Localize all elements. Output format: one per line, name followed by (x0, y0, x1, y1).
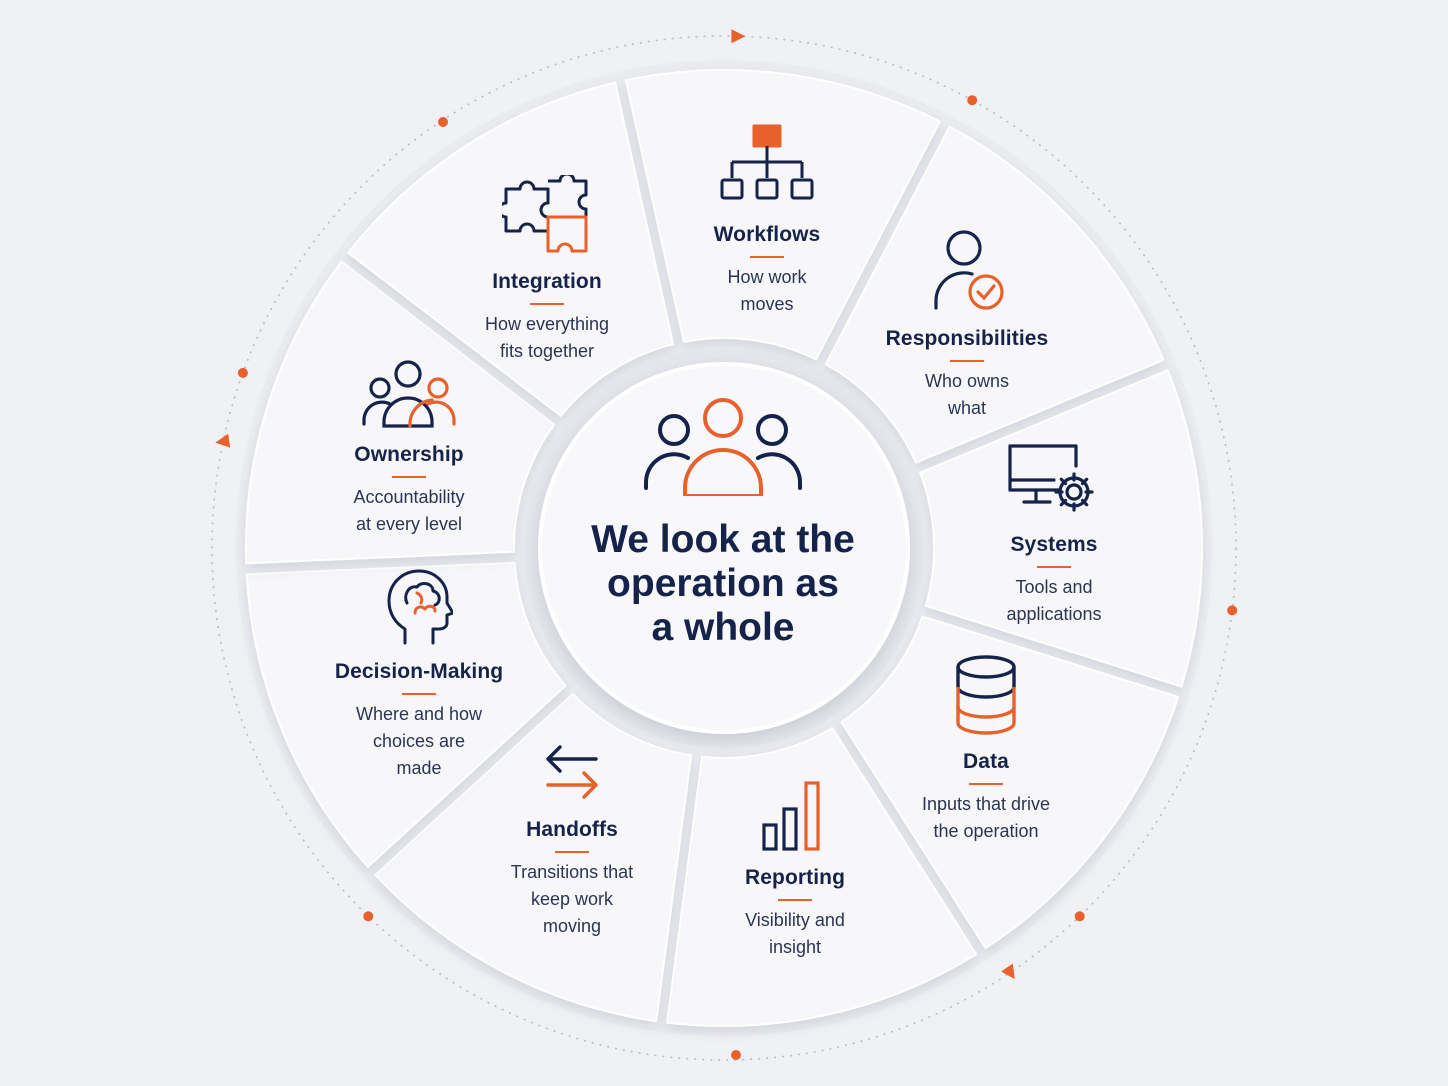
segment-title: Workflows (713, 223, 821, 246)
segment-title: Handoffs (526, 818, 618, 841)
segment-subtitle: Inputs that drive the operation (921, 794, 1051, 841)
segment-title: Data (963, 750, 1009, 773)
org-chart-icon (719, 124, 815, 215)
ring-dot (237, 367, 248, 378)
title-underline (950, 360, 984, 362)
segment-data-shape (840, 615, 1180, 950)
segment-subtitle: Transitions that keep work moving (510, 862, 634, 936)
database-icon (951, 653, 1021, 742)
segment-decision-making-shape (245, 561, 567, 868)
segment-systems-shape (919, 369, 1203, 688)
ring-dot (363, 911, 374, 922)
segment-reporting-shape (666, 727, 978, 1027)
title-underline (750, 256, 784, 258)
segment-title: Systems (1010, 533, 1098, 556)
ring-arrow (215, 433, 231, 448)
bar-chart-icon (760, 779, 830, 858)
segment-ownership-shape (244, 260, 556, 565)
puzzle-icon (497, 172, 592, 262)
hub-title: We look at the operation as a whole (591, 518, 855, 649)
hub-content: We look at the operation as a whole (562, 396, 884, 650)
group-icon (362, 360, 456, 435)
segment-shapes (244, 69, 1203, 1027)
ring-arrow (1001, 963, 1015, 980)
ring-arrow (731, 29, 746, 44)
title-underline (969, 783, 1003, 785)
segment-handoffs-shape (374, 692, 693, 1023)
hub-circle (538, 362, 910, 734)
swap-arrows-icon (540, 741, 604, 810)
segment-workflows-shape (624, 69, 941, 361)
head-brain-icon (385, 567, 455, 652)
segment-subtitle: Accountability at every level (353, 487, 465, 534)
title-underline (402, 693, 436, 695)
team-icon (644, 398, 802, 496)
title-underline (555, 851, 589, 853)
title-underline (392, 476, 426, 478)
outer-dotted-ring (211, 35, 1237, 1061)
segment-subtitle: Where and how choices are made (355, 704, 483, 778)
segment-title: Responsibilities (885, 327, 1049, 350)
ring-markers (215, 29, 1238, 1060)
segment-subtitle: How work moves (727, 267, 807, 314)
segment-integration-shape (347, 81, 675, 417)
user-check-icon (922, 228, 1012, 319)
title-underline (530, 303, 564, 305)
segment-title: Decision-Making (334, 660, 504, 683)
segment-subtitle: How everything fits together (484, 314, 610, 361)
segment-subtitle: Who owns what (924, 371, 1010, 418)
ring-dot (1074, 911, 1085, 922)
monitor-gear-icon (1004, 440, 1104, 525)
title-underline (778, 899, 812, 901)
segment-responsibilities-shape (824, 125, 1165, 464)
ring-dot (731, 1050, 741, 1060)
ring-dot (1227, 605, 1238, 616)
segment-subtitle: Visibility and insight (745, 910, 845, 957)
segment-title: Ownership (354, 443, 464, 466)
segment-title: Reporting (744, 866, 846, 889)
segment-subtitle: Tools and applications (1006, 577, 1102, 624)
title-underline (1037, 566, 1071, 568)
segment-title: Integration (492, 270, 602, 293)
ring-dot (438, 117, 448, 127)
ring-dot (967, 95, 978, 106)
